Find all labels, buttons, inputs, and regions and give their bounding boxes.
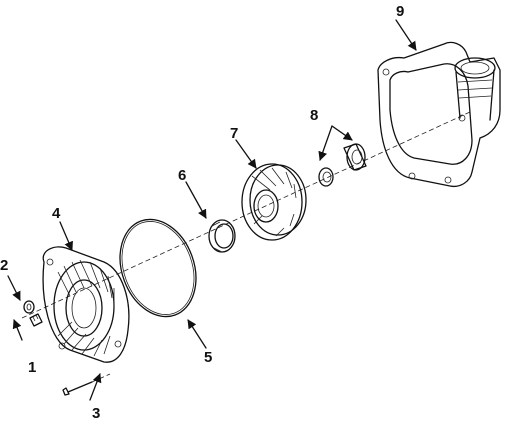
- leader-5: [187, 319, 207, 349]
- leader-3: [89, 373, 102, 401]
- leader-7: [235, 139, 257, 169]
- part-6-wear-ring: [208, 219, 236, 253]
- leader-1: [12, 319, 23, 341]
- callout-6: 6: [178, 167, 186, 184]
- callout-4: 4: [52, 205, 61, 222]
- callout-3: 3: [92, 405, 100, 422]
- part-9-pump-housing: [377, 41, 501, 188]
- leader-6: [185, 181, 207, 219]
- part-2-washer: [23, 300, 35, 314]
- part-1-drain-plug: [29, 313, 43, 327]
- part-3-screw: [62, 373, 111, 396]
- leader-4: [59, 221, 73, 251]
- leader-2: [7, 275, 21, 301]
- part-4-seal-plate: [42, 246, 130, 363]
- leader-8a: [318, 125, 333, 161]
- part-5-oring-gasket: [119, 218, 197, 318]
- callout-1: 1: [28, 359, 36, 376]
- callout-7: 7: [230, 125, 238, 142]
- callout-2: 2: [0, 257, 8, 274]
- callout-5: 5: [204, 349, 212, 366]
- leader-8b: [331, 125, 353, 141]
- part-8-shaft-seal: [318, 143, 367, 187]
- leader-9: [395, 19, 417, 51]
- callout-9: 9: [396, 3, 404, 20]
- assembly-axis-line: [21, 111, 471, 319]
- callout-8: 8: [310, 107, 318, 124]
- part-7-impeller: [241, 163, 307, 241]
- leader-arrows: [7, 19, 417, 401]
